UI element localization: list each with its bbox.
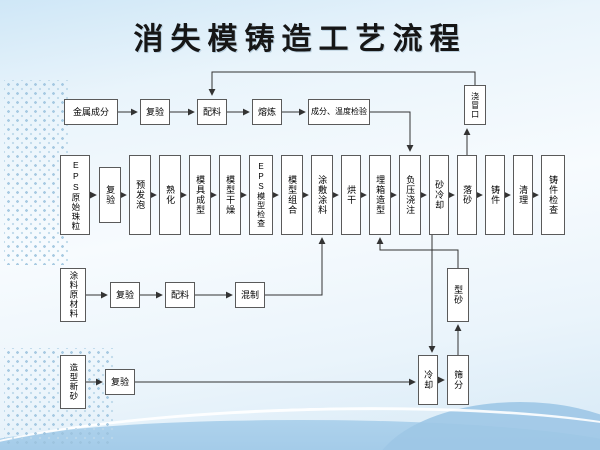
node-metal-composition: 金属成分 xyxy=(64,99,118,125)
node-sand-cooling: 砂冷却 xyxy=(429,155,449,235)
halftone-dots-upper-left xyxy=(4,80,68,265)
node-new-sand: 造型新砂 xyxy=(60,355,86,409)
node-molding-sand: 型砂 xyxy=(447,268,469,322)
node-melting: 熔炼 xyxy=(252,99,282,125)
arrow-mixing-to-coating-apply xyxy=(265,237,326,296)
arrow-molding-sand-to-flask-molding xyxy=(376,237,459,268)
node-cleaning: 清理 xyxy=(513,155,533,235)
node-eps-model-check: EPS模型检查 xyxy=(249,155,273,235)
halftone-dots-lower-left xyxy=(4,348,114,444)
node-curing: 熟化 xyxy=(159,155,181,235)
node-mold-forming: 模具成型 xyxy=(189,155,211,235)
node-vacuum-pouring: 负压浇注 xyxy=(399,155,421,235)
node-flask-molding: 埋箱造型 xyxy=(369,155,391,235)
node-new-sand-recheck: 复验 xyxy=(105,369,135,395)
node-gating-riser: 浇冒口 xyxy=(464,85,486,125)
node-shakeout: 落砂 xyxy=(457,155,477,235)
node-drying: 烘干 xyxy=(341,155,361,235)
node-coating-apply: 涂敷涂料 xyxy=(311,155,333,235)
node-metal-batching: 配料 xyxy=(197,99,227,125)
node-casting: 铸件 xyxy=(485,155,505,235)
node-model-drying: 模型干燥 xyxy=(219,155,241,235)
node-metal-recheck: 复验 xyxy=(140,99,170,125)
node-coating-batching: 配料 xyxy=(165,282,195,308)
node-comp-temp-check: 成分、温度检验 xyxy=(308,99,370,125)
arrow-gating-riser-to-batching xyxy=(208,71,476,96)
node-coating-mixing: 混制 xyxy=(235,282,265,308)
node-screening: 筛分 xyxy=(447,355,469,405)
node-eps-beads: EPS原始珠粒 xyxy=(60,155,90,235)
node-cooling: 冷却 xyxy=(418,355,438,405)
node-coating-raw: 涂料原材料 xyxy=(60,268,86,322)
slide-title: 消失模铸造工艺流程 xyxy=(133,23,467,56)
arrow-comp-temp-check-to-vacuum-pouring xyxy=(370,111,414,152)
node-model-assembly: 模型组合 xyxy=(281,155,303,235)
node-eps-recheck: 复验 xyxy=(99,167,121,223)
node-pre-foaming: 预发泡 xyxy=(129,155,151,235)
node-coating-recheck: 复验 xyxy=(110,282,140,308)
node-casting-check: 铸件检查 xyxy=(541,155,565,235)
